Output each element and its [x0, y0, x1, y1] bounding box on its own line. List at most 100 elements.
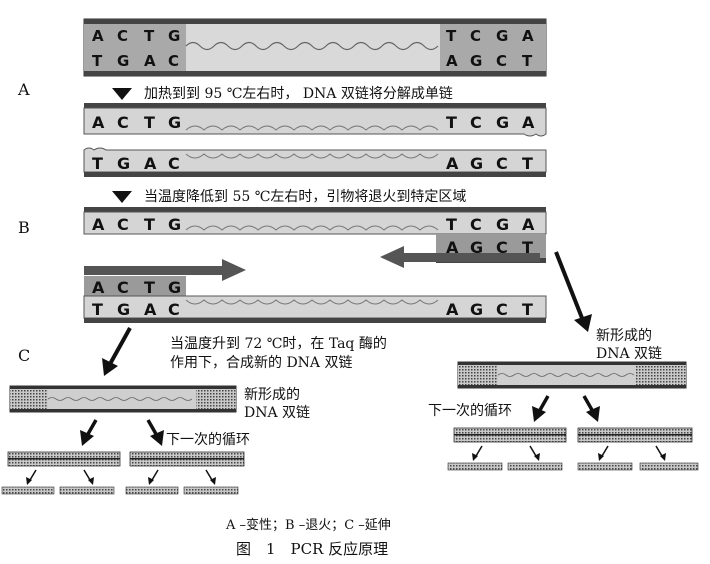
s-topend-2: C [470, 113, 482, 132]
single-strand-top [83, 103, 547, 137]
tiny-arrow-7 [598, 445, 609, 461]
small-dna-right-1 [453, 427, 567, 443]
s-bot-1: T [92, 154, 103, 173]
arrow-diagonal-right [554, 251, 592, 332]
step-c-text-line1: 当温度升到 72 ℃时，在 Taq 酶的 [170, 336, 387, 352]
p-botend-4: T [522, 300, 533, 319]
new-dna-left [9, 385, 237, 413]
base-topend-2: C [470, 27, 481, 45]
base-botend-4: T [522, 52, 533, 70]
tiny-dna-2 [59, 486, 115, 495]
base-bot-4: C [168, 52, 179, 70]
base-top-4: G [168, 27, 180, 45]
arrow-next-right-1 [532, 395, 550, 422]
b-topend-4: A [522, 215, 535, 234]
base-top-1: A [92, 27, 104, 45]
small-dna-right-2 [577, 427, 693, 443]
step-a-letter: A [18, 80, 30, 99]
tiny-arrow-1 [26, 469, 37, 485]
b-top-1: A [92, 215, 105, 234]
base-bot-2: G [117, 52, 129, 70]
new-dna-label-left-2: DNA 双链 [244, 405, 311, 421]
base-bot-1: T [92, 52, 103, 70]
p-bot-3: A [144, 300, 157, 319]
base-botend-2: G [470, 52, 482, 70]
s-topend-4: A [522, 113, 535, 132]
s-top-1: A [92, 113, 105, 132]
s-topend-3: G [496, 113, 509, 132]
tiny-dna-8 [639, 462, 699, 471]
new-dna-label-left-1: 新形成的 [244, 387, 300, 403]
next-cycle-label-left: 下一次的循环 [166, 432, 250, 448]
base-botend-3: C [496, 52, 507, 70]
b-primer-3: C [496, 238, 508, 257]
p-botend-1: A [446, 300, 459, 319]
p-bot-2: G [117, 300, 130, 319]
s-botend-4: T [522, 154, 533, 173]
single-strand-bottom [83, 147, 547, 177]
tiny-dna-6 [507, 462, 563, 471]
tiny-arrow-2 [83, 469, 94, 485]
p-top-1: A [92, 278, 105, 297]
base-botend-1: A [446, 52, 458, 70]
base-top-2: C [117, 27, 128, 45]
step-a-text: 加热到到 95 ℃左右时， DNA 双链将分解成单链 [144, 86, 453, 102]
tiny-dna-3 [125, 486, 179, 495]
p-botend-2: G [470, 300, 483, 319]
base-topend-3: G [496, 27, 508, 45]
b-topend-1: T [446, 215, 457, 234]
arrow-diagonal-left [102, 327, 132, 376]
s-bot-4: C [168, 154, 180, 173]
step-c-letter: C [18, 346, 31, 365]
new-dna-label-right-1: 新形成的 [596, 328, 652, 344]
base-topend-1: T [446, 27, 457, 45]
step-b-text: 当温度降低到 55 ℃左右时，引物将退火到特定区域 [144, 189, 467, 205]
figure-caption: 图 1 PCR 反应原理 [236, 540, 389, 558]
small-dna-left-2 [129, 451, 245, 467]
p-bot-4: C [168, 300, 180, 319]
new-dna-label-right-2: DNA 双链 [596, 346, 663, 362]
b-topend-3: G [496, 215, 509, 234]
b-top-2: C [117, 215, 129, 234]
s-botend-1: A [446, 154, 459, 173]
s-bot-2: G [117, 154, 130, 173]
tiny-dna-5 [447, 462, 503, 471]
base-top-3: T [144, 27, 155, 45]
p-botend-3: C [496, 300, 508, 319]
s-top-4: G [168, 113, 181, 132]
arrow-next-left-1 [80, 419, 98, 446]
tiny-dna-4 [183, 486, 239, 495]
p-top-2: C [117, 278, 129, 297]
s-topend-1: T [446, 113, 457, 132]
s-bot-3: A [144, 154, 157, 173]
annealed-top-strand [83, 207, 547, 258]
next-cycle-label-right: 下一次的循环 [428, 403, 512, 419]
tiny-arrow-4 [205, 469, 216, 485]
extension-arrow-right [84, 259, 246, 281]
b-primer-1: A [446, 238, 459, 257]
arrow-next-left-2 [146, 419, 164, 446]
new-dna-right [457, 361, 687, 389]
tiny-dna-1 [1, 486, 55, 495]
annealed-bottom-strand [83, 276, 547, 323]
arrow-down-a [112, 88, 132, 100]
b-primer-4: T [522, 238, 533, 257]
tiny-arrow-6 [529, 445, 540, 461]
tiny-arrow-5 [472, 445, 483, 461]
p-top-3: T [144, 278, 155, 297]
b-primer-2: G [470, 238, 483, 257]
tiny-arrow-3 [148, 469, 159, 485]
s-botend-3: C [496, 154, 508, 173]
s-top-3: T [144, 113, 155, 132]
p-bot-1: T [92, 300, 103, 319]
arrow-next-right-2 [582, 395, 600, 422]
dna-double-strand-initial [83, 18, 547, 77]
base-topend-4: A [522, 27, 534, 45]
s-botend-2: G [470, 154, 483, 173]
arrow-down-b [112, 191, 132, 203]
step-c-text-line2: 作用下，合成新的 DNA 双链 [170, 355, 353, 371]
base-bot-3: A [144, 52, 156, 70]
small-dna-left-1 [7, 451, 121, 467]
b-top-4: G [168, 215, 181, 234]
